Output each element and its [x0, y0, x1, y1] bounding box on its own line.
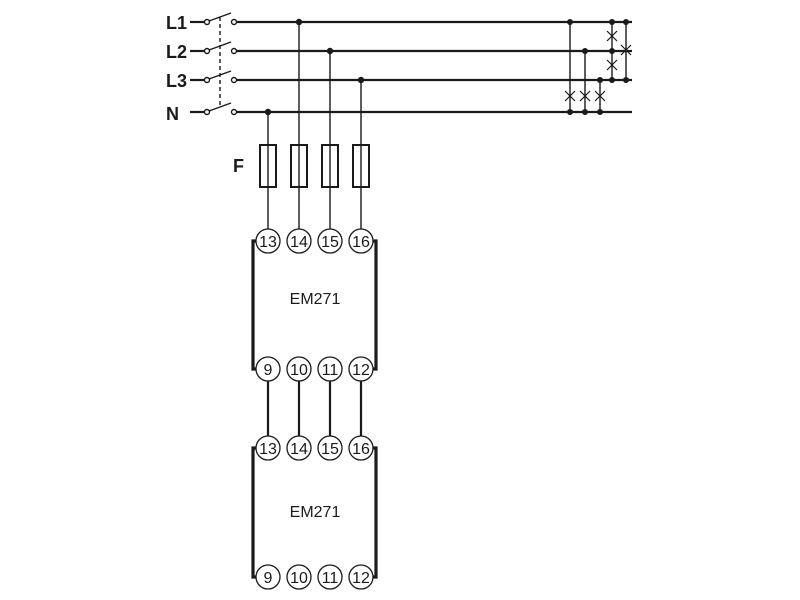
terminal-9 [255, 564, 281, 590]
device-name-1: EM271 [290, 291, 341, 308]
fuse-taps [264, 18, 365, 145]
terminal-label: 9 [264, 570, 273, 587]
device-links [266, 381, 363, 436]
device-em271-1: EM271 13 14 15 16 9 10 11 12 [251, 228, 378, 382]
terminal-12 [348, 564, 374, 590]
terminal-label: 13 [259, 441, 277, 458]
terminal-label: 10 [290, 570, 308, 587]
terminal-label: 14 [290, 441, 308, 458]
terminal-label: 15 [321, 234, 339, 251]
line-label-n: N [166, 104, 179, 124]
terminal-label: 16 [352, 234, 370, 251]
terminal-label: 11 [322, 570, 339, 587]
terminal-16 [348, 435, 374, 461]
fuse-label: F [233, 156, 244, 176]
device-name-2: EM271 [290, 504, 341, 521]
right-load-connections [564, 19, 632, 115]
terminal-label: 10 [290, 362, 308, 379]
line-label-l3: L3 [166, 71, 187, 91]
main-switch [190, 12, 238, 116]
device-em271-2: EM271 13 14 15 16 9 10 11 12 [251, 435, 378, 590]
terminal-label: 14 [290, 234, 308, 251]
terminal-13 [255, 228, 281, 254]
bus-lines [237, 20, 632, 114]
terminal-10 [286, 564, 312, 590]
terminal-13 [255, 435, 281, 461]
terminal-label: 12 [352, 570, 370, 587]
terminal-16 [348, 228, 374, 254]
terminal-11 [317, 564, 343, 590]
line-label-l2: L2 [166, 42, 187, 62]
terminal-label: 11 [322, 362, 339, 379]
terminal-label: 16 [352, 441, 370, 458]
terminal-label: 13 [259, 234, 277, 251]
terminal-label: 9 [264, 362, 273, 379]
terminal-15 [317, 435, 343, 461]
terminal-label: 12 [352, 362, 370, 379]
terminal-14 [286, 435, 312, 461]
line-label-l1: L1 [166, 13, 187, 33]
terminal-14 [286, 228, 312, 254]
fuses [259, 144, 370, 229]
terminal-label: 15 [321, 441, 339, 458]
terminal-15 [317, 228, 343, 254]
